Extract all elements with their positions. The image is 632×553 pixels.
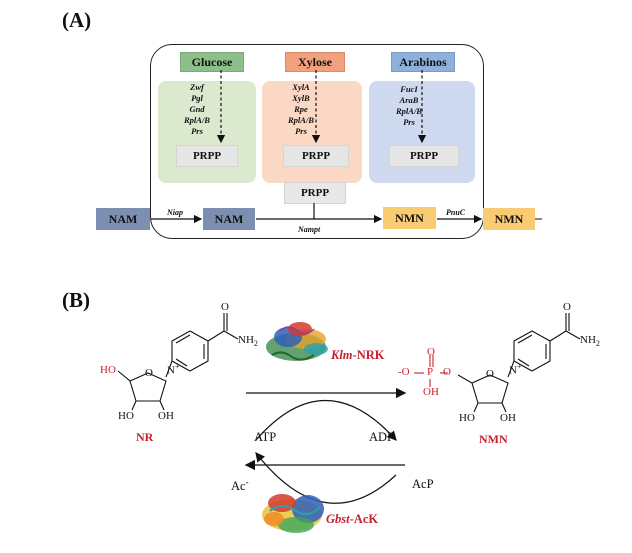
charge: - [245,477,249,487]
xylose-label: Xylose [285,52,345,72]
nmn-ho-3prime: HO [459,412,475,424]
nmn-phosphate-o-minus: -O [398,366,410,378]
nampt-label: Nampt [298,225,321,234]
niap-label: Niap [167,208,183,217]
panel-a-label: (A) [62,8,92,32]
charge: + [174,362,180,371]
pnuc-label: PnuC [446,208,466,217]
acp-label: AcP [412,477,434,491]
nr-n-plus: N+ [167,362,179,377]
enzyme-gbst-ack: Gbst-AcK [326,512,378,527]
atp-label: ATP [254,430,277,444]
gene: Zwf [190,82,204,92]
panel-b-scheme [117,313,581,533]
nmn-n-plus: N+ [509,362,521,377]
nr-carbonyl-o: O [221,301,229,313]
gbst-ack-protein-image [262,494,324,533]
xylose-genes: XylA XylB Rpe RplA/B Prs [284,82,318,137]
acp-ac-curve [255,452,397,504]
gene: Pgl [191,93,203,103]
gene: Gnd [189,104,205,114]
nmn-outside: NMN [483,208,535,230]
nmn-nh2: NH2 [580,334,600,348]
gene: XylB [292,93,310,103]
n-text: N [167,364,175,377]
cell-membrane [150,44,484,239]
panel-b-label: (B) [62,288,90,312]
nmn-carbonyl-o: O [563,301,571,313]
glucose-genes: Zwf Pgl Gnd RplA/B Prs [180,82,214,137]
nam-inside: NAM [203,208,255,230]
nr-ring-o: O [145,367,153,379]
klm-nrk-protein-image [266,322,328,361]
enzyme-name: -AcK [349,512,379,526]
nmn-structure [457,313,581,413]
atp-adp-curve [255,399,397,441]
gene: RplA/B [184,115,210,125]
glucose-prpp: PRPP [176,145,238,167]
nr-ho-3prime: HO [118,410,134,422]
nr-structure [117,313,239,411]
adp-label: ADP [369,430,395,444]
arabinose-label: Arabinos [391,52,455,72]
enzyme-klm-nrk: Klm-NRK [331,348,385,363]
enzyme-source: Klm [331,348,353,362]
gene: Prs [295,126,307,136]
nmn-phosphate-oh: OH [423,386,439,398]
nmn-phosphate-bridge-o: O [443,366,451,378]
panel-a-arrows [151,70,542,224]
gene: XylA [292,82,310,92]
enzyme-name: -NRK [352,348,385,362]
gene: AraB [399,95,419,105]
gene: RplA/B [288,115,314,125]
nr-name: NR [136,430,154,444]
gene: FucI [400,84,418,94]
ac-text: Ac [231,479,246,494]
charge: + [516,362,522,371]
nmn-inside: NMN [383,207,436,229]
gene: Prs [191,126,203,136]
nr-oh-2prime: OH [158,410,174,422]
nr-nh2: NH2 [238,334,258,348]
nr-ho-5prime: HO [100,364,116,376]
central-prpp: PRPP [284,182,346,204]
enzyme-source: Gbst [326,512,350,526]
phosphate-group [414,355,448,387]
glucose-label: Glucose [180,52,244,72]
nh-text: NH [580,334,596,346]
nh-text: NH [238,334,254,346]
nam-outside: NAM [96,208,150,230]
subscript: 2 [595,339,600,349]
nmn-ring-o: O [486,368,494,380]
arabinose-genes: FucI AraB RplA/B Prs [391,84,427,128]
gene: Prs [403,117,415,127]
gene: RplA/B [396,106,422,116]
nmn-name: NMN [479,432,508,446]
nmn-phosphorus: P [427,366,434,378]
n-text: N [509,364,517,377]
ac-label: Ac- [231,477,249,494]
nmn-phosphate-double-o: O [427,346,435,358]
arabinose-prpp: PRPP [389,145,459,167]
gene: Rpe [294,104,308,114]
xylose-prpp: PRPP [283,145,349,167]
nmn-oh-2prime: OH [500,412,516,424]
subscript: 2 [253,339,258,349]
